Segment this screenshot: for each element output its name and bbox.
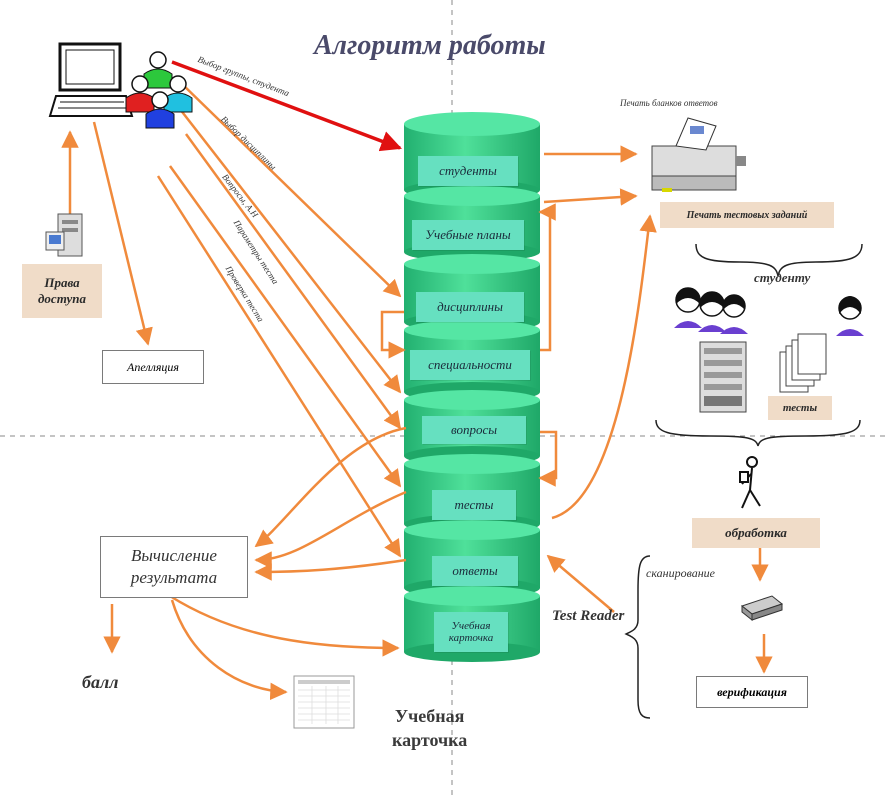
db-segment-disciplines: дисциплины [416, 292, 524, 322]
study-card-caption: Учебная карточка [392, 704, 467, 752]
walking-person-icon [739, 456, 761, 509]
student-label: студенту [754, 270, 811, 285]
db-segment-questions: вопросы [422, 416, 526, 444]
test-reader-label: Test Reader [552, 608, 625, 624]
flatbed-scanner-icon [740, 595, 784, 622]
test-papers-icon [779, 333, 827, 393]
brace-scan [624, 555, 651, 719]
scanning-label: сканирование [646, 566, 715, 580]
brace-bottom [655, 419, 861, 447]
processing-box: обработка [692, 518, 820, 548]
appeal-box: Апелляция [102, 350, 204, 384]
db-segment-study-card: Учебная карточка [434, 612, 508, 652]
study-card-caption-line1: Учебная [394, 706, 465, 726]
access-rights-box: Права доступа [22, 264, 102, 318]
scanner-machine-icon [699, 341, 747, 413]
calculation-box: Вычисление результата [100, 536, 248, 598]
printer-icon [651, 117, 746, 192]
db-segment-specialties: специальности [410, 350, 530, 380]
server-icon [45, 213, 83, 257]
page-title: Алгоритм работы [314, 30, 546, 61]
db-segment-answers: ответы [432, 556, 518, 586]
db-segment-study-plans: Учебные планы [412, 220, 524, 250]
print-tests-box: Печать тестовых заданий [660, 202, 834, 228]
red-arrow [171, 60, 402, 152]
score-label: балл [82, 672, 119, 692]
db-segment-students: студенты [418, 156, 518, 186]
students-group-icon [674, 287, 748, 334]
study-card-caption-line2: карточка [392, 730, 468, 750]
brace-top [695, 243, 863, 277]
users-icon [125, 51, 193, 129]
student-icon [836, 296, 864, 336]
db-segment-tests: тесты [432, 490, 516, 520]
spreadsheet-thumbnail [293, 675, 355, 729]
tests-box: тесты [768, 396, 832, 420]
print-forms-label: Печать бланков ответов [620, 98, 718, 108]
verification-box: верификация [696, 676, 808, 708]
computer-icon [48, 42, 134, 117]
